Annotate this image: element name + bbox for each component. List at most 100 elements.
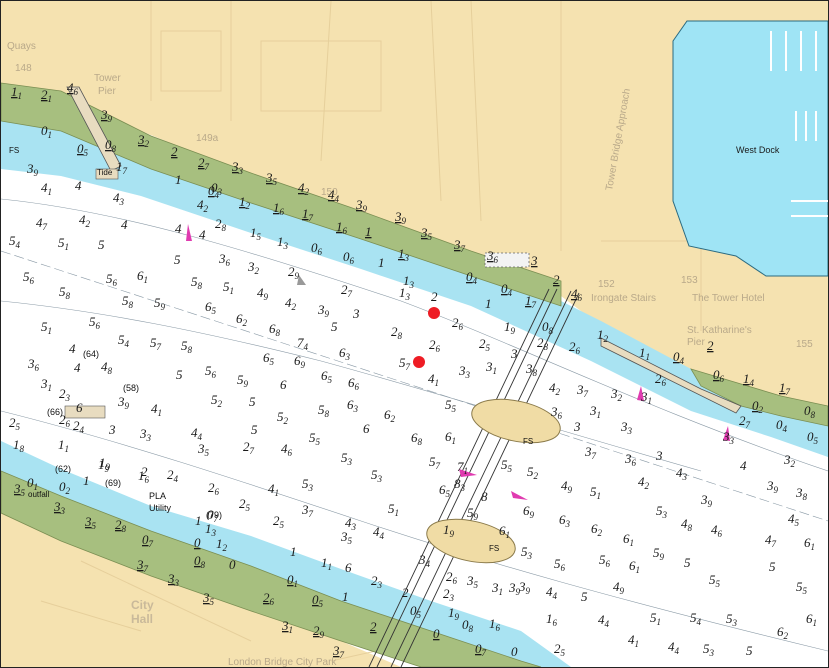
depth-sounding: 13 [205, 521, 217, 538]
depth-sounding: 37 [453, 237, 466, 254]
depth-sounding: 46 [281, 441, 293, 458]
light-flare-4 [459, 469, 477, 477]
depth-sounding: 42 [298, 180, 310, 197]
depth-sounding: 07 [207, 507, 219, 524]
depth-sounding: 48 [101, 359, 113, 376]
depth-sounding: 36 [218, 251, 231, 268]
depth-sounding: 25 [554, 641, 566, 658]
depth-sounding: 55 [709, 572, 721, 589]
depth-sounding: 57 [399, 355, 411, 372]
depth-sounding: 31 [281, 618, 293, 635]
depth-sounding: 0 [229, 557, 236, 572]
depth-sounding: 36 [624, 451, 637, 468]
depth-sounding: 53 [341, 450, 353, 467]
west-dock [672, 20, 828, 277]
depth-sounding: 33 [231, 159, 244, 176]
depth-sounding: 68 [411, 430, 423, 447]
depth-sounding: 26 [263, 590, 275, 607]
depth-sounding: 5 [249, 394, 256, 409]
depth-sounding: 08 [462, 617, 474, 634]
label-quays: Quays [7, 41, 36, 52]
depth-sounding: 62 [384, 407, 396, 424]
land-north [1, 1, 828, 441]
depth-sounding: 36 [486, 248, 499, 265]
label-outfall: outfall [28, 490, 50, 499]
depth-sounding: 27 [341, 282, 353, 299]
depth-sounding: 61 [806, 611, 817, 628]
depth-sounding: 39 [26, 161, 39, 178]
depth-sounding: 51 [650, 610, 661, 627]
depth-sounding: 51 [41, 319, 52, 336]
depth-sounding: 07 [142, 532, 154, 549]
depth-sounding: 2 [707, 338, 714, 353]
depth-sounding: 69 [523, 503, 535, 520]
depth-sounding: 39 [766, 478, 779, 495]
depth-sounding: 46 [711, 522, 723, 539]
depth-sounding: 4 [175, 221, 182, 236]
depth-sounding: 31 [485, 359, 497, 376]
depth-sounding: 13 [398, 246, 410, 263]
depth-sounding: 33 [139, 426, 152, 443]
depth-sounding: 55 [445, 397, 457, 414]
depth-sounding: 6 [76, 400, 83, 415]
depth-sounding: 51 [388, 501, 399, 518]
depth-sounding: 05 [77, 141, 89, 158]
depth-sounding: 04 [501, 281, 513, 298]
label-b69: (69) [105, 478, 121, 488]
depth-sounding: 83 [454, 476, 466, 493]
depth-sounding: 56 [554, 556, 566, 573]
depth-sounding: 21 [41, 87, 52, 104]
depth-sounding: 25 [239, 496, 251, 513]
depth-sounding: 26 [429, 337, 441, 354]
red-mooring-buoy-1[interactable] [428, 307, 440, 319]
tower-pier [66, 86, 122, 172]
depth-sounding: 3 [510, 346, 518, 361]
depth-sounding: 56 [106, 271, 118, 288]
depth-sounding: 62 [777, 624, 789, 641]
depth-sounding: 52 [211, 392, 223, 409]
red-mooring-buoy-2[interactable] [413, 356, 425, 368]
depth-sounding: 53 [726, 611, 738, 628]
depth-sounding: 26 [569, 339, 581, 356]
depth-sounding: 39 [518, 579, 531, 596]
label-city-hall-1: City [131, 598, 154, 612]
depth-sounding: 23 [59, 386, 71, 403]
depth-sounding: 26 [655, 371, 667, 388]
depth-sounding: 26 [208, 480, 220, 497]
land-south [1, 513, 401, 667]
depth-sounding: 5 [769, 559, 776, 574]
depth-sounding: 58 [59, 284, 71, 301]
depth-sounding: 35 [420, 225, 433, 242]
depth-sounding: 33 [722, 429, 735, 446]
depth-sounding: 13 [277, 234, 289, 251]
dock-jetties [770, 31, 828, 217]
depth-sounding: 47 [765, 532, 777, 549]
depth-sounding: 26 [446, 569, 458, 586]
depth-sounding: 61 [629, 558, 640, 575]
depth-sounding: 33 [53, 499, 66, 516]
depth-sounding: 47 [36, 215, 48, 232]
depth-sounding: 34 [418, 552, 431, 569]
depth-sounding: 35 [466, 573, 479, 590]
depth-sounding: 5 [581, 589, 588, 604]
depth-sounding: 49 [257, 285, 269, 302]
depth-sounding: 08 [194, 553, 206, 570]
depth-sounding: 04 [208, 183, 220, 200]
depth-sounding: 11 [58, 437, 69, 454]
depth-sounding: 23 [371, 573, 383, 590]
depth-sounding: 15 [250, 225, 262, 242]
depth-sounding: 39 [317, 302, 330, 319]
depth-sounding: 4 [74, 360, 81, 375]
depth-sounding: 01 [27, 475, 38, 492]
depth-sounding: 53 [521, 544, 533, 561]
label-155: 155 [796, 339, 813, 350]
depth-sounding: 58 [122, 293, 134, 310]
depth-sounding: 02 [59, 479, 71, 496]
label-west-dock: West Dock [736, 145, 780, 155]
depth-sounding: 25 [479, 336, 491, 353]
depth-sounding: 33 [167, 571, 180, 588]
depth-sounding: 36 [550, 404, 563, 421]
depth-sounding: 32 [137, 132, 150, 149]
